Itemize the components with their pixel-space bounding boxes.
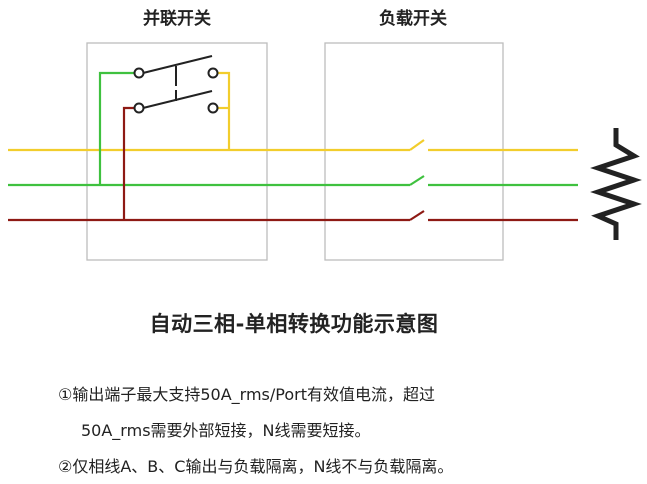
parallel-switch-box — [86, 42, 268, 261]
note-2: ②仅相线A、B、C输出与负载隔离，N线不与负载隔离。 — [58, 457, 454, 476]
wire-green — [8, 71, 578, 187]
parallel-switch-contacts — [133, 55, 219, 114]
load-switch-box — [324, 42, 504, 261]
note-1-line-2: 50A_rms需要外部短接，N线需要短接。 — [81, 421, 371, 440]
load-switch-label: 负载开关 — [379, 8, 447, 29]
note-1-line-1: ①输出端子最大支持50A_rms/Port有效值电流，超过 — [58, 385, 435, 404]
wiring-diagram: 并联开关 负载开关 — [8, 8, 642, 261]
switch-contact-icon — [133, 55, 219, 114]
wire-yellow — [8, 71, 578, 152]
wire-red — [8, 106, 578, 222]
resistor-icon — [590, 128, 642, 240]
diagram-title: 自动三相-单相转换功能示意图 — [149, 312, 439, 336]
parallel-switch-label: 并联开关 — [143, 8, 211, 29]
